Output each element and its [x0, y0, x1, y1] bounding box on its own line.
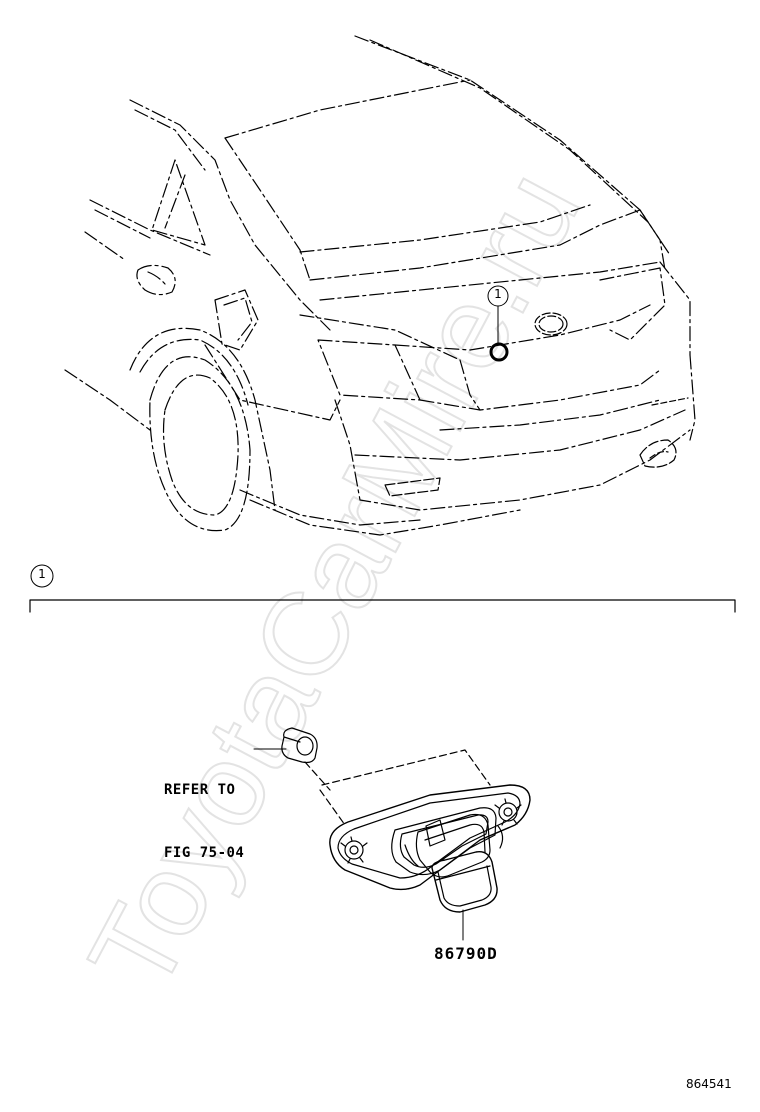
refer-to-line1: REFER TO: [164, 782, 236, 798]
callout-1-on-car: [487, 285, 509, 362]
section-header: [29, 564, 736, 613]
section-bubble: [30, 564, 54, 588]
screw-hole-left: [340, 836, 368, 864]
figure-id: 864541: [686, 1077, 732, 1091]
part-number-label[interactable]: 86790D: [434, 944, 498, 963]
part-detail: [253, 727, 531, 941]
car-rear-illustration: [64, 35, 696, 536]
circle-marker-icon: [489, 342, 509, 362]
refer-to-line2: FIG 75-04: [164, 845, 245, 861]
refer-to-label[interactable]: REFER TO FIG 75-04: [164, 738, 244, 906]
section-number: 1: [38, 567, 46, 581]
callout-number-on-car: 1: [494, 287, 502, 301]
screw-hole-right: [494, 798, 522, 826]
grommet-icon: [281, 727, 318, 764]
rear-view-camera-icon: [329, 784, 531, 913]
